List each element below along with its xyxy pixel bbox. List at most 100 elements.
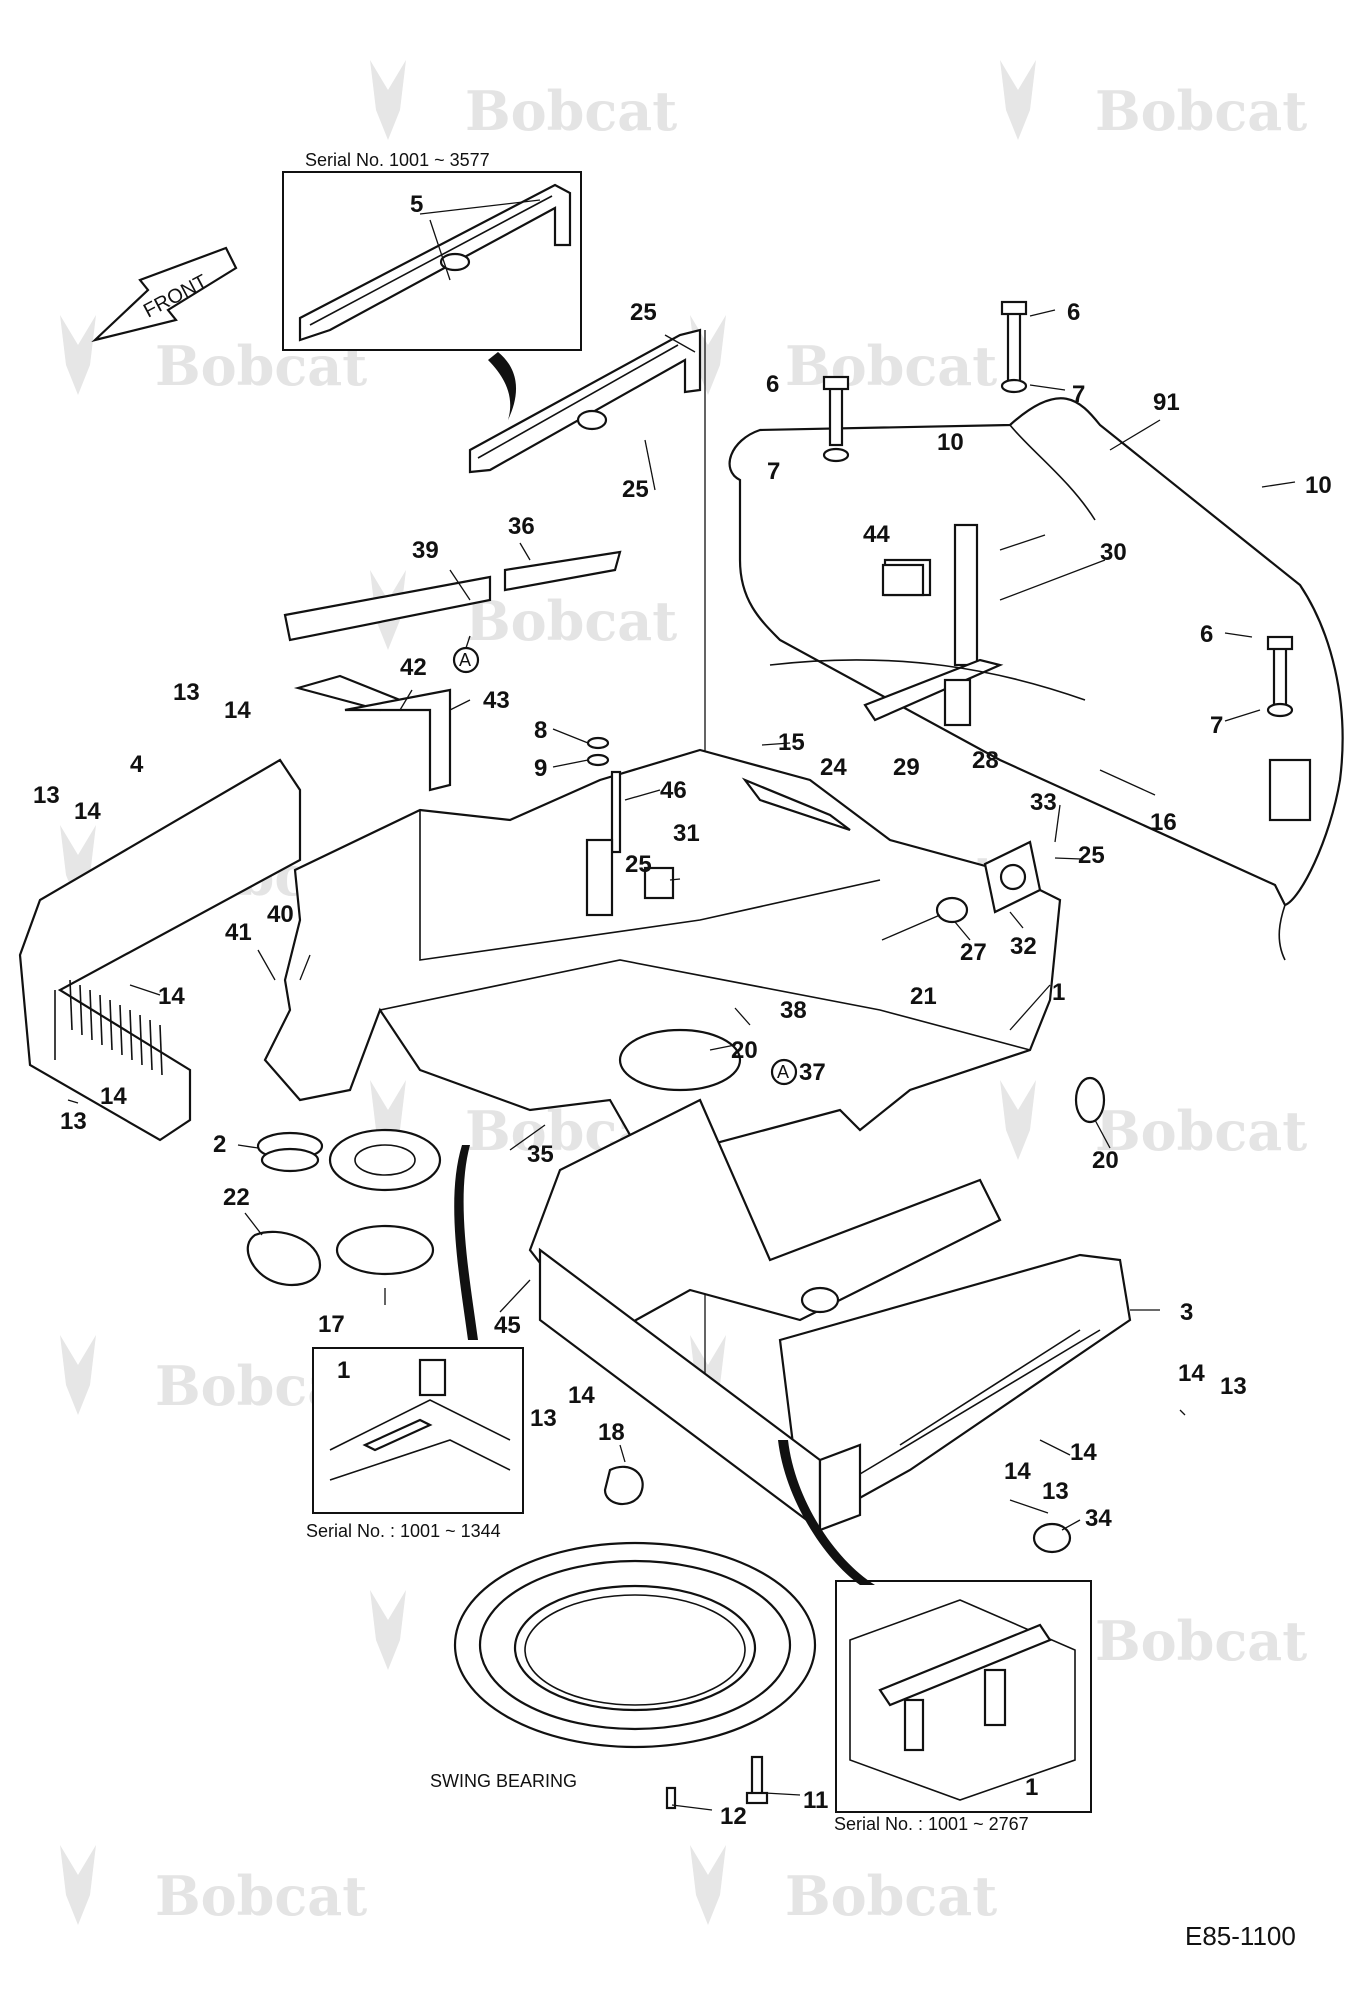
watermark-text: Bobcat [785, 334, 997, 398]
callout-part-30: 30 [1100, 539, 1127, 566]
callout-part-22: 22 [223, 1184, 250, 1211]
callout-part-29: 29 [893, 754, 920, 781]
drawing-code: E85-1100 [1185, 1921, 1296, 1951]
callout-part-46: 46 [660, 777, 687, 804]
detail-marker-a-top: A [452, 646, 480, 674]
watermark-text: Bobcat [465, 79, 677, 143]
callout-part-11: 11 [803, 1787, 828, 1814]
part-callouts: 5 25 25 6 6 6 7 7 7 91 10 10 44 30 39 36… [33, 191, 1332, 1830]
callout-part-43: 43 [483, 687, 510, 714]
callout-part-6: 6 [766, 371, 779, 398]
callout-part-6: 6 [1067, 299, 1080, 326]
watermark-logo-10: Bobcat [1000, 1080, 1307, 1163]
callout-part-41: 41 [225, 919, 252, 946]
callout-part-36: 36 [508, 513, 535, 540]
watermark-text: Bobcat [155, 1864, 367, 1928]
callout-part-4: 4 [130, 751, 144, 778]
leader-lines [67, 219, 1296, 1811]
watermark-text: Bobcat [1095, 1609, 1307, 1673]
swing-bearing: SWING BEARING [430, 1541, 817, 1791]
callout-part-38: 38 [780, 997, 807, 1024]
callout-part-40: 40 [267, 901, 294, 928]
inset-lower-left-serial: Serial No. : 1001 ~ 1344 [306, 1521, 501, 1541]
callout-part-13: 13 [1220, 1373, 1247, 1400]
callout-part-13: 13 [173, 679, 200, 706]
callout-part-45: 45 [494, 1312, 521, 1339]
callout-part-18: 18 [598, 1419, 625, 1446]
callout-part-14: 14 [568, 1382, 595, 1409]
callout-part-14: 14 [1004, 1458, 1031, 1485]
swing-bearing-label: SWING BEARING [430, 1771, 577, 1791]
inset-lower-right-serial: Serial No. : 1001 ~ 2767 [834, 1814, 1029, 1834]
callout-part-24: 24 [820, 754, 847, 781]
callout-part-44: 44 [863, 521, 890, 548]
callout-part-17: 17 [318, 1311, 345, 1338]
callout-part-14: 14 [1178, 1360, 1205, 1387]
callout-part-1: 1 [337, 1357, 350, 1384]
watermark-logo-1: Bobcat [370, 60, 677, 143]
callout-part-34: 34 [1085, 1505, 1112, 1532]
callout-part-5: 5 [410, 191, 423, 218]
callout-part-31: 31 [673, 820, 700, 847]
inset-lower-left-detail: Serial No. : 1001 ~ 1344 [306, 1347, 524, 1541]
watermark-logo-15: Bobcat [60, 1845, 367, 1928]
callout-part-25: 25 [625, 851, 652, 878]
callout-part-25: 25 [1078, 842, 1105, 869]
lower-frame-box [538, 1247, 862, 1533]
callout-part-13: 13 [60, 1108, 87, 1135]
louver-vents [69, 979, 163, 1076]
callout-part-1: 1 [1052, 979, 1065, 1006]
callout-part-9: 9 [534, 755, 547, 782]
inset-lower-right-detail: Serial No. : 1001 ~ 2767 [834, 1580, 1092, 1834]
callout-part-14: 14 [224, 697, 251, 724]
loose-parts [246, 300, 1294, 1810]
callout-part-14: 14 [100, 1083, 127, 1110]
watermark-text: Bobcat [1095, 1099, 1307, 1163]
callout-part-21: 21 [910, 983, 937, 1010]
watermark-text: Bobcat [785, 1864, 997, 1928]
upper-frame [263, 748, 1062, 1342]
callout-part-13: 13 [33, 782, 60, 809]
callout-part-25: 25 [630, 299, 657, 326]
callout-part-7: 7 [1210, 712, 1223, 739]
callout-part-28: 28 [972, 747, 999, 774]
hood-stay [769, 523, 1086, 727]
watermark-logo-16: Bobcat [690, 1845, 997, 1928]
callout-part-20: 20 [731, 1037, 758, 1064]
callout-part-10: 10 [937, 429, 964, 456]
callout-part-13: 13 [1042, 1478, 1069, 1505]
watermark-logo-2: Bobcat [1000, 60, 1307, 143]
callout-part-39: 39 [412, 537, 439, 564]
callout-part-13: 13 [530, 1405, 557, 1432]
callout-part-2: 2 [213, 1131, 226, 1158]
callout-part-14: 14 [158, 983, 185, 1010]
watermark-text: Bobcat [465, 589, 677, 653]
inset-top-detail: Serial No. 1001 ~ 3577 [282, 150, 582, 351]
detail-marker-a-lower-label: A [777, 1062, 789, 1082]
callout-part-7: 7 [1072, 381, 1085, 408]
callout-part-32: 32 [1010, 933, 1037, 960]
front-arrow: FRONT [91, 246, 238, 343]
callout-part-12: 12 [720, 1803, 747, 1830]
callout-part-37: 37 [799, 1059, 826, 1086]
callout-part-16: 16 [1150, 809, 1177, 836]
callout-part-7: 7 [767, 458, 780, 485]
callout-part-20: 20 [1092, 1147, 1119, 1174]
callout-part-10: 10 [1305, 472, 1332, 499]
callout-part-6: 6 [1200, 621, 1213, 648]
callout-part-33: 33 [1030, 789, 1057, 816]
right-side-cover [778, 1253, 1132, 1522]
callout-part-1: 1 [1025, 1774, 1038, 1801]
callout-part-35: 35 [527, 1141, 554, 1168]
callout-part-27: 27 [960, 939, 987, 966]
watermark-text: Bobcat [1095, 79, 1307, 143]
callout-part-15: 15 [778, 729, 805, 756]
detail-marker-a-lower: A [770, 1058, 798, 1086]
callout-part-91: 91 [1153, 389, 1180, 416]
detail-marker-a-top-label: A [459, 650, 471, 670]
callout-part-3: 3 [1180, 1299, 1193, 1326]
callout-part-8: 8 [534, 717, 547, 744]
inset-top-serial: Serial No. 1001 ~ 3577 [305, 150, 490, 170]
callout-part-14: 14 [1070, 1439, 1097, 1466]
